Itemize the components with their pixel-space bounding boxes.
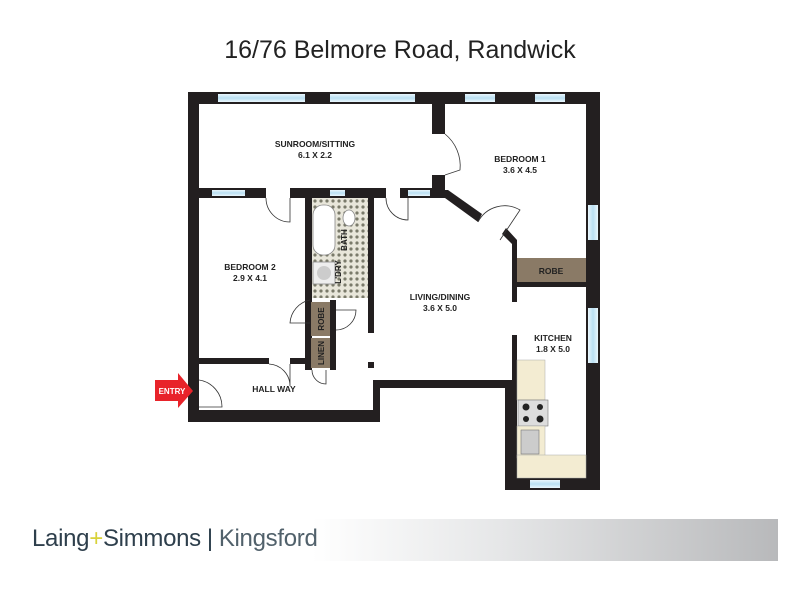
room-name: LIVING/DINING: [410, 292, 471, 302]
storage: ROBE ROBE LINEN: [311, 258, 586, 368]
bath-label: BATH: [340, 229, 349, 251]
brand-office: Kingsford: [218, 525, 318, 552]
entry-label: ENTRY: [159, 387, 186, 396]
kitchen-fixtures: [516, 359, 587, 479]
linen-label: LINEN: [317, 341, 326, 365]
windows: [212, 94, 598, 488]
room-size: 1.8 X 5.0: [536, 344, 570, 354]
entry-arrow-icon: ENTRY: [155, 373, 193, 408]
bathroom-fixtures: BATH L'DRY: [312, 198, 368, 298]
robe-label-bedroom1: ROBE: [539, 266, 564, 276]
room-name: HALL WAY: [252, 384, 296, 394]
bathtub-icon: [312, 204, 336, 256]
laundry-label: L'DRY: [334, 260, 343, 284]
room-name: KITCHEN: [534, 333, 572, 343]
room-labels: SUNROOM/SITTING 6.1 X 2.2 BEDROOM 1 3.6 …: [224, 139, 572, 394]
brand-right: Simmons: [102, 525, 201, 552]
brand-separator: |: [206, 525, 213, 552]
doors: [198, 133, 521, 408]
room-name: SUNROOM/SITTING: [275, 139, 356, 149]
robe-label-bedroom2: ROBE: [317, 307, 326, 331]
cooktop-icon: [517, 399, 549, 427]
room-size: 2.9 X 4.1: [233, 273, 267, 283]
room-size: 3.6 X 5.0: [423, 303, 457, 313]
brand-plus: +: [89, 525, 103, 552]
room-size: 6.1 X 2.2: [298, 150, 332, 160]
room-name: BEDROOM 2: [224, 262, 276, 272]
room-name: BEDROOM 1: [494, 154, 546, 164]
page-title: 16/76 Belmore Road, Randwick: [224, 36, 576, 64]
brand-left: Laing: [32, 525, 90, 552]
sink-icon: [520, 429, 540, 455]
footer-gradient-bar: [312, 519, 778, 561]
room-size: 3.6 X 4.5: [503, 165, 537, 175]
toilet-icon: [342, 209, 356, 227]
brand-logo: Laing+Simmons|Kingsford: [32, 525, 318, 553]
